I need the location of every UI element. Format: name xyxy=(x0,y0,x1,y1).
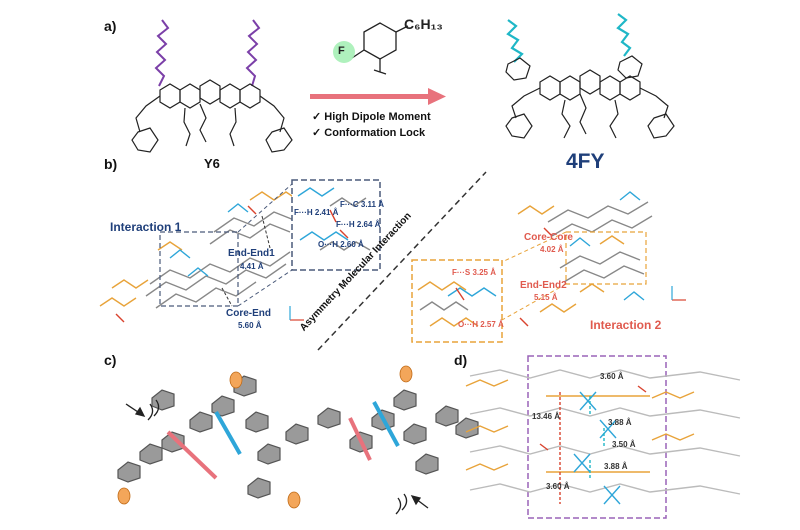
core-core-value: 4.02 Å xyxy=(540,245,564,254)
inset1-box xyxy=(291,179,381,271)
axes-icon-2 xyxy=(671,286,686,301)
substituent-label: C₆H₁₃ xyxy=(404,16,443,32)
interaction1-label: Interaction 1 xyxy=(110,220,182,234)
check-row-1: ✓ High Dipole Moment xyxy=(312,110,431,123)
fluorine-label: F xyxy=(338,45,345,57)
interaction2-structure xyxy=(517,191,653,327)
interaction1-structure xyxy=(99,191,299,323)
core-core-label: Core-Core xyxy=(524,232,573,243)
interaction2-label: Interaction 2 xyxy=(590,318,662,332)
end-end2-value: 5.15 Å xyxy=(534,293,558,302)
inset1-fh: F···H 2.41 Å xyxy=(294,208,339,217)
distance-2: 13.46 Å xyxy=(532,412,561,421)
y6-chain-right xyxy=(245,19,261,87)
pink-plane-1 xyxy=(166,430,218,480)
panel-label-c: c) xyxy=(104,352,117,368)
interaction2-focus-box xyxy=(565,231,647,285)
blue-plane-2 xyxy=(372,401,400,447)
pink-plane-2 xyxy=(348,417,372,461)
y6-label: Y6 xyxy=(204,156,220,171)
check-icon: ✓ xyxy=(312,111,322,123)
inset1-fh2: F···H 2.64 Å xyxy=(336,220,381,229)
y6-molecule xyxy=(131,19,293,153)
interaction1-focus-box xyxy=(159,231,239,307)
end-end2-label: End-End2 xyxy=(520,280,567,291)
check-row-2: ✓ Conformation Lock xyxy=(312,126,425,139)
inset1-oh: O···H 2.60 Å xyxy=(318,240,364,249)
distance-1: 3.60 Å xyxy=(600,372,624,381)
stacking-layers xyxy=(465,369,741,505)
diagonal-separator xyxy=(317,171,487,351)
compression-arrows xyxy=(125,399,429,515)
4fy-chain-left xyxy=(506,19,524,63)
distance-5: 3.88 Å xyxy=(604,462,628,471)
reaction-arrow xyxy=(310,88,446,105)
fluorine-markers xyxy=(117,365,413,509)
inset1-fc: F···C 3.11 Å xyxy=(340,200,385,209)
check-text-1: High Dipole Moment xyxy=(324,111,431,123)
panel-label-b: b) xyxy=(104,156,118,172)
check-text-2: Conformation Lock xyxy=(324,127,426,139)
end-end1-label: End-End1 xyxy=(228,248,275,259)
core-end-label: Core-End xyxy=(226,308,271,319)
panel-label-a: a) xyxy=(104,18,117,34)
check-icon: ✓ xyxy=(312,127,322,139)
stacking-box xyxy=(527,355,667,519)
4fy-molecule xyxy=(505,13,675,139)
substituent-structure xyxy=(351,22,409,75)
blue-plane-1 xyxy=(214,411,242,455)
fluorine-highlight xyxy=(333,41,355,63)
4fy-label: 4FY xyxy=(566,150,605,173)
y6-chain-left xyxy=(154,19,170,87)
distance-3: 3.88 Å xyxy=(608,418,632,427)
distance-4: 3.50 Å xyxy=(612,440,636,449)
4fy-chain-right xyxy=(616,13,632,57)
inset2-fs: F···S 3.25 Å xyxy=(452,268,497,277)
core-end-value: 5.60 Å xyxy=(238,321,262,330)
inset2-box xyxy=(411,259,503,343)
panel-label-d: d) xyxy=(454,352,468,368)
inset2-structure xyxy=(417,281,497,327)
end-end1-value: 4.41 Å xyxy=(240,262,264,271)
distance-6: 3.60 Å xyxy=(546,482,570,491)
inset1-structure xyxy=(297,187,371,251)
inset2-oh: O···H 2.57 Å xyxy=(458,320,504,329)
axes-icon-1 xyxy=(289,306,304,321)
